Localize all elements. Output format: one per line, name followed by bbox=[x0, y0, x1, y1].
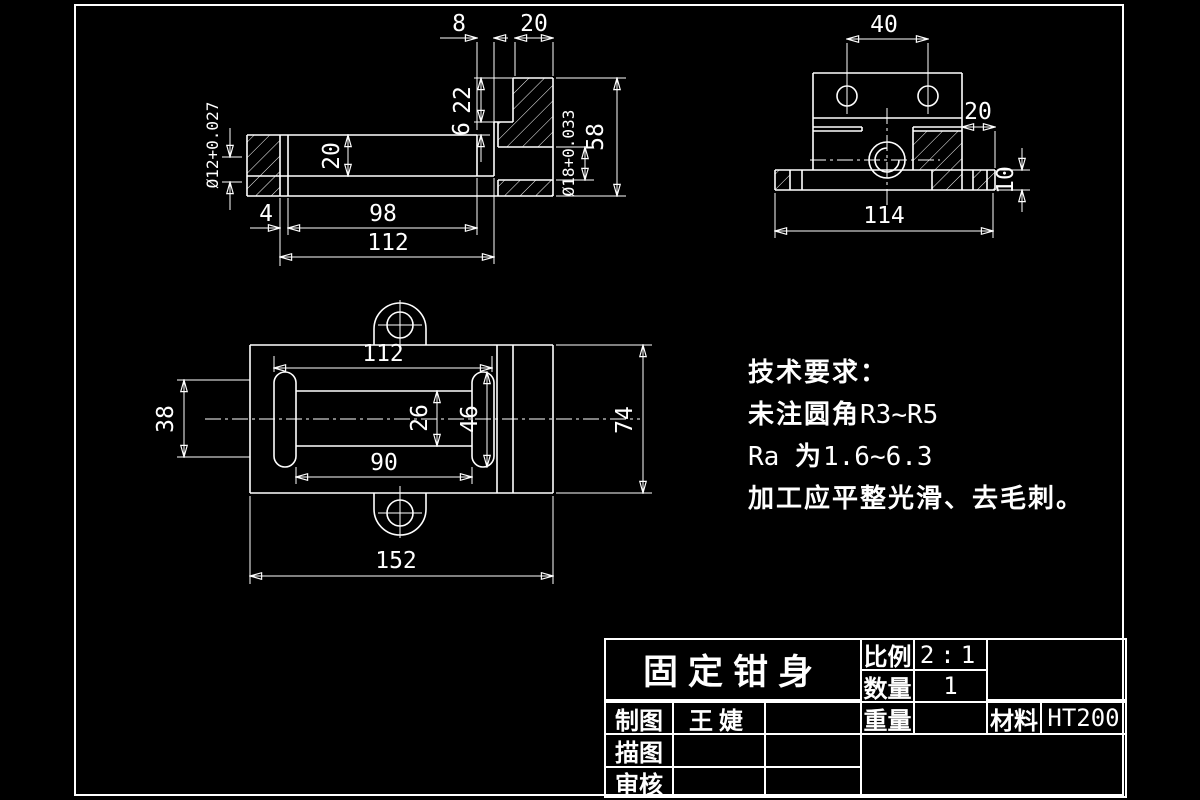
title-block-empty-2 bbox=[764, 733, 862, 768]
title-block: 固定钳身 比例 2:1 数量 1 制图 王婕 重量 材料 HT200 描图 审核 bbox=[604, 638, 1127, 798]
tech-req-line-1: 未注圆角R3~R5 bbox=[748, 400, 939, 430]
dim-90: 90 bbox=[370, 450, 398, 476]
weight-label: 重量 bbox=[860, 701, 915, 735]
dim-dia12: Ø12+0.027 bbox=[203, 102, 222, 189]
drawing-border-frame bbox=[74, 4, 1124, 796]
title-block-empty-bottom-right bbox=[860, 733, 1127, 798]
checked-by-label: 审核 bbox=[604, 766, 674, 798]
dim-26: 26 bbox=[407, 404, 433, 432]
dim-10: 10 bbox=[993, 166, 1019, 194]
front-view-outline bbox=[774, 72, 996, 191]
front-view: 40 20 10 114 bbox=[775, 12, 1030, 238]
dim-20-front: 20 bbox=[964, 99, 992, 125]
side-section-outline bbox=[246, 77, 554, 197]
dim-8: 8 bbox=[452, 11, 466, 37]
dim-6: 6 bbox=[449, 122, 475, 136]
tech-req-line-3: 加工应平整光滑、去毛刺。 bbox=[748, 484, 1085, 514]
title-block-empty-3 bbox=[764, 766, 862, 798]
technical-requirements: 技术要求： 未注圆角R3~R5 Ra 为1.6~6.3 加工应平整光滑、去毛刺。 bbox=[748, 352, 1084, 520]
traced-by-value bbox=[672, 733, 766, 768]
material-label: 材料 bbox=[986, 701, 1042, 735]
tech-req-line-2: Ra 为1.6~6.3 bbox=[748, 442, 933, 472]
side-section-view: 8 20 22 6 20 Ø12+0.027 Ø18+0.033 58 4 98… bbox=[203, 11, 626, 266]
dim-74: 74 bbox=[612, 406, 638, 434]
drawn-by-value: 王婕 bbox=[672, 701, 766, 735]
dim-98: 98 bbox=[369, 201, 397, 227]
dim-112-plan: 112 bbox=[362, 341, 404, 367]
plan-view-centerlines bbox=[205, 300, 640, 538]
weight-value bbox=[913, 701, 988, 735]
dim-dia18: Ø18+0.033 bbox=[559, 110, 578, 197]
front-view-centerlines bbox=[810, 43, 940, 208]
dim-22: 22 bbox=[450, 86, 476, 114]
thread-arc bbox=[874, 147, 900, 173]
section-hatch bbox=[247, 135, 280, 176]
dim-58: 58 bbox=[583, 123, 609, 151]
front-view-dimensions: 40 20 10 114 bbox=[775, 12, 1030, 238]
plan-view: 112 90 26 46 38 74 152 bbox=[153, 300, 652, 584]
plan-view-dimensions: 112 90 26 46 38 74 152 bbox=[153, 341, 652, 584]
material-value: HT200 bbox=[1040, 701, 1127, 735]
dim-46: 46 bbox=[457, 405, 483, 433]
tech-req-title: 技术要求： bbox=[748, 358, 889, 388]
quantity-value: 1 bbox=[913, 669, 988, 703]
dim-152: 152 bbox=[375, 548, 417, 574]
title-block-empty-1 bbox=[764, 701, 862, 735]
drawn-by-label: 制图 bbox=[604, 701, 674, 735]
dim-38: 38 bbox=[153, 405, 179, 433]
dim-40: 40 bbox=[870, 12, 898, 38]
quantity-label: 数量 bbox=[860, 669, 915, 703]
part-name: 固定钳身 bbox=[604, 638, 862, 701]
dim-114: 114 bbox=[863, 203, 905, 229]
scale-label: 比例 bbox=[860, 638, 915, 671]
traced-by-label: 描图 bbox=[604, 733, 674, 768]
title-block-empty-top-right bbox=[986, 638, 1127, 701]
dim-20-top: 20 bbox=[520, 11, 548, 37]
dim-112-side: 112 bbox=[367, 230, 409, 256]
scale-value: 2:1 bbox=[913, 638, 988, 671]
dim-20-slot: 20 bbox=[319, 142, 345, 170]
dim-4: 4 bbox=[259, 201, 273, 227]
side-section-dimensions: 8 20 22 6 20 Ø12+0.027 Ø18+0.033 58 4 98… bbox=[203, 11, 626, 266]
checked-by-value bbox=[672, 766, 766, 798]
